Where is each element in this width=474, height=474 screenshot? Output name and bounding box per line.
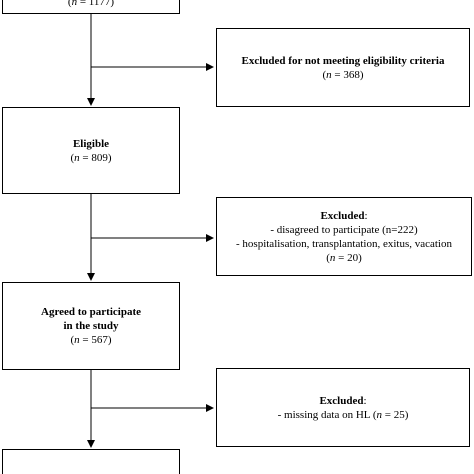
excluded-ineligible-count-value: = 368) bbox=[331, 68, 364, 81]
excluded-ineligible-count: (n = 368) bbox=[322, 68, 364, 81]
excluded-declined-item-2: - hospitalisation, transplantation, exit… bbox=[236, 237, 452, 250]
eligible-count-var: n bbox=[74, 151, 80, 164]
eligible-count: (n = 809) bbox=[70, 151, 112, 164]
agreed-count-value: = 567) bbox=[79, 334, 112, 346]
excluded-declined-count-var: n bbox=[329, 251, 336, 264]
eligible-box: Eligible (n = 809) bbox=[2, 107, 180, 194]
excluded-ineligible-title: Excluded for not meeting eligibility cri… bbox=[241, 54, 445, 67]
agreed-count: (n = 567) bbox=[70, 334, 112, 346]
total-count-value: = 1177) bbox=[77, 0, 115, 8]
excluded-declined-count: (n = 20) bbox=[326, 251, 362, 264]
agreed-title-line-1: Agreed to participate bbox=[41, 306, 141, 318]
excluded-declined-box: Excluded: - disagreed to participate (n=… bbox=[216, 197, 472, 276]
total-count-var: n bbox=[71, 0, 78, 8]
excluded-declined-count-value: = 20) bbox=[335, 251, 362, 264]
excluded-missing-item-text: - missing data on HL ( bbox=[277, 408, 377, 421]
agreed-count-var: n bbox=[74, 334, 80, 346]
excluded-missing-title: Excluded bbox=[319, 394, 364, 407]
eligible-title: Eligible bbox=[72, 137, 110, 150]
excluded-missing-count-var: n bbox=[376, 408, 383, 421]
total-box: (n = 1177) bbox=[2, 0, 180, 14]
excluded-declined-title-row: Excluded: bbox=[320, 209, 368, 222]
agreed-title-line-2: in the study bbox=[63, 320, 119, 332]
excluded-ineligible-count-var: n bbox=[326, 68, 332, 81]
excluded-declined-item-1: - disagreed to participate (n=222) bbox=[270, 223, 418, 236]
excluded-ineligible-box: Excluded for not meeting eligibility cri… bbox=[216, 28, 470, 107]
excluded-missing-item: - missing data on HL (n = 25) bbox=[278, 408, 409, 422]
excluded-missing-title-row: Excluded: bbox=[319, 394, 367, 407]
total-count: (n = 1177) bbox=[68, 0, 114, 9]
eligible-count-value: = 809) bbox=[79, 151, 112, 164]
final-sample-box bbox=[2, 449, 180, 474]
excluded-declined-title: Excluded bbox=[320, 209, 365, 222]
excluded-missing-box: Excluded: - missing data on HL (n = 25) bbox=[216, 368, 470, 447]
excluded-missing-count-value: = 25) bbox=[382, 408, 409, 421]
agreed-box: Agreed to participate in the study (n = … bbox=[2, 282, 180, 370]
